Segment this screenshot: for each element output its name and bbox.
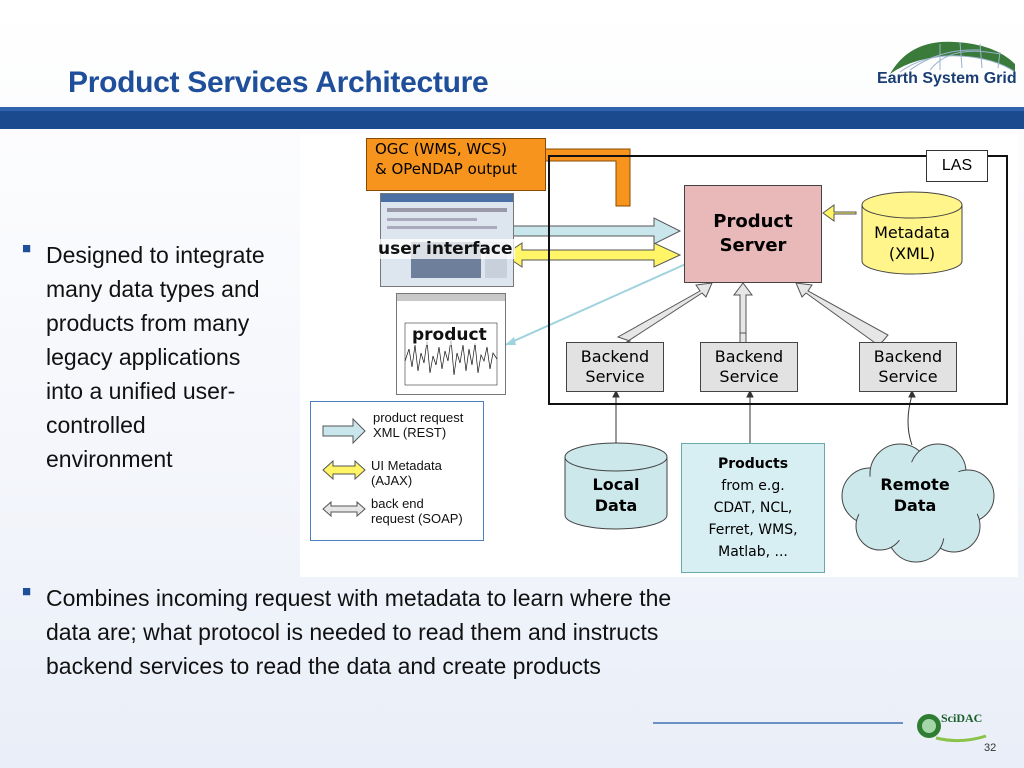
legend-item3: back end request (SOAP) (371, 496, 463, 526)
header-bar-accent (0, 107, 1024, 111)
local-data-cylinder (564, 442, 668, 530)
backend-1-line2: Service (585, 367, 645, 386)
product-server-box: Product Server (684, 185, 822, 283)
backend-3-line2: Service (878, 367, 938, 386)
remote-data-label: Remote Data (860, 473, 970, 517)
products-line3: Ferret, WMS, (708, 522, 798, 538)
backend-2-line1: Backend (714, 347, 784, 366)
legend-item1: product request XML (REST) (373, 410, 463, 440)
products-box: Products from e.g. CDAT, NCL, Ferret, WM… (681, 443, 825, 573)
product-label: product (410, 325, 489, 345)
footer-line (653, 722, 903, 724)
legend-box: product request XML (REST) UI Metadata (… (310, 401, 484, 541)
remote-data-cloud (841, 443, 995, 563)
legend-item3-line1: back end (371, 496, 424, 511)
backend-2-line2: Service (719, 367, 779, 386)
legend-item1-line2: XML (REST) (373, 425, 447, 440)
legend-item1-line1: product request (373, 410, 464, 425)
legend-item2: UI Metadata (AJAX) (371, 458, 442, 488)
legend-arrows (322, 417, 366, 518)
legend-item3-line2: request (SOAP) (371, 511, 463, 526)
bullet-1: ■ Designed to integrate many data types … (22, 238, 272, 476)
legend-item2-line2: (AJAX) (371, 473, 413, 488)
products-line1: from e.g. (721, 478, 785, 494)
legend-item2-line1: UI Metadata (371, 458, 442, 473)
diagram-connectors (409, 140, 916, 446)
backend-1-line1: Backend (580, 347, 650, 366)
metadata-arrow (822, 204, 857, 222)
product-server-line2: Server (719, 235, 787, 256)
bullet-square-icon: ■ (22, 583, 32, 600)
slide-title: Product Services Architecture (68, 66, 489, 99)
ogc-line1: OGC (WMS, WCS) (375, 140, 508, 158)
las-label: LAS (926, 150, 988, 182)
backend-service-1: Backend Service (566, 342, 664, 392)
local-data-line2: Data (594, 496, 638, 515)
backend-3-line1: Backend (873, 347, 943, 366)
remote-data-line2: Data (893, 496, 937, 515)
legend-soap-arrow (322, 500, 366, 518)
product-server-line1: Product (713, 211, 793, 232)
ogc-line2: & OPeNDAP output (375, 160, 518, 178)
ajax-arrow (503, 242, 682, 268)
metadata-line2: (XML) (888, 244, 936, 263)
user-interface-label: user interface (376, 239, 515, 259)
local-data-line1: Local (592, 475, 640, 494)
header-bar (0, 111, 1024, 129)
products-line2: CDAT, NCL, (713, 500, 793, 516)
bullet-2-text: Combines incoming request with metadata … (46, 585, 672, 679)
page-number: 32 (984, 742, 997, 754)
backend-service-2: Backend Service (700, 342, 798, 392)
legend-request-arrow (322, 417, 366, 445)
earth-system-grid-logo (890, 41, 1016, 74)
ogc-output-box: OGC (WMS, WCS) & OPeNDAP output (366, 138, 546, 191)
scidac-logo-text: SciDAC (941, 711, 983, 725)
metadata-label: Metadata (XML) (860, 221, 964, 265)
backend-arrows (616, 282, 889, 346)
las-frame (548, 155, 1008, 405)
bullet-2: ■ Combines incoming request with metadat… (22, 581, 702, 683)
metadata-line1: Metadata (874, 223, 950, 242)
request-arrow (511, 217, 682, 245)
logo-text: Earth System Grid (877, 70, 1017, 87)
bullet-1-text: Designed to integrate many data types an… (46, 242, 265, 472)
products-line4: Matlab, ... (718, 544, 788, 560)
scidac-logo (917, 714, 987, 743)
legend-ajax-arrow (322, 459, 366, 481)
metadata-cylinder (861, 191, 963, 275)
bullet-square-icon: ■ (22, 240, 32, 257)
plot-line-graphic (404, 322, 498, 386)
backend-service-3: Backend Service (859, 342, 957, 392)
products-title: Products (717, 456, 789, 472)
product-output-line (504, 262, 689, 346)
local-data-label: Local Data (563, 473, 669, 517)
remote-data-line1: Remote (880, 475, 950, 494)
architecture-diagram: LAS OGC (WMS, WCS) & OPeNDAP output Prod… (300, 133, 1018, 577)
